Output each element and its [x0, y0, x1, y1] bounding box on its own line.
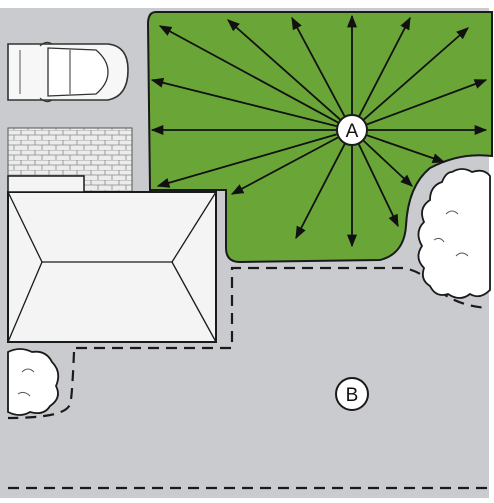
- car-icon: [7, 41, 129, 103]
- sprinkler-head-a: A: [336, 114, 368, 146]
- arrow-icon: [158, 25, 339, 124]
- frame-top: [0, 0, 494, 8]
- label-a: A: [346, 121, 359, 142]
- frame-right: [489, 0, 494, 498]
- arrow-icon: [363, 27, 469, 121]
- open-area-b: B: [335, 377, 369, 411]
- arrow-icon: [358, 16, 411, 117]
- dashed-bed-outline: [7, 266, 489, 490]
- spray-arrows: [150, 14, 488, 248]
- house-roof: [7, 175, 217, 343]
- arrow-icon: [366, 79, 488, 126]
- shrub-left-icon: [7, 348, 60, 416]
- arrow-icon: [150, 77, 337, 127]
- arrow-icon: [156, 133, 337, 188]
- label-b: B: [346, 385, 359, 406]
- lawn-area-a: [146, 11, 493, 264]
- arrow-icon: [363, 140, 413, 187]
- arrow-icon: [230, 136, 339, 195]
- arrow-icon: [358, 144, 399, 228]
- arrow-icon: [295, 143, 346, 240]
- arrow-icon: [366, 134, 446, 164]
- arrow-icon: [227, 19, 341, 121]
- arrow-icon: [291, 16, 346, 117]
- shrub-icon: [417, 168, 491, 299]
